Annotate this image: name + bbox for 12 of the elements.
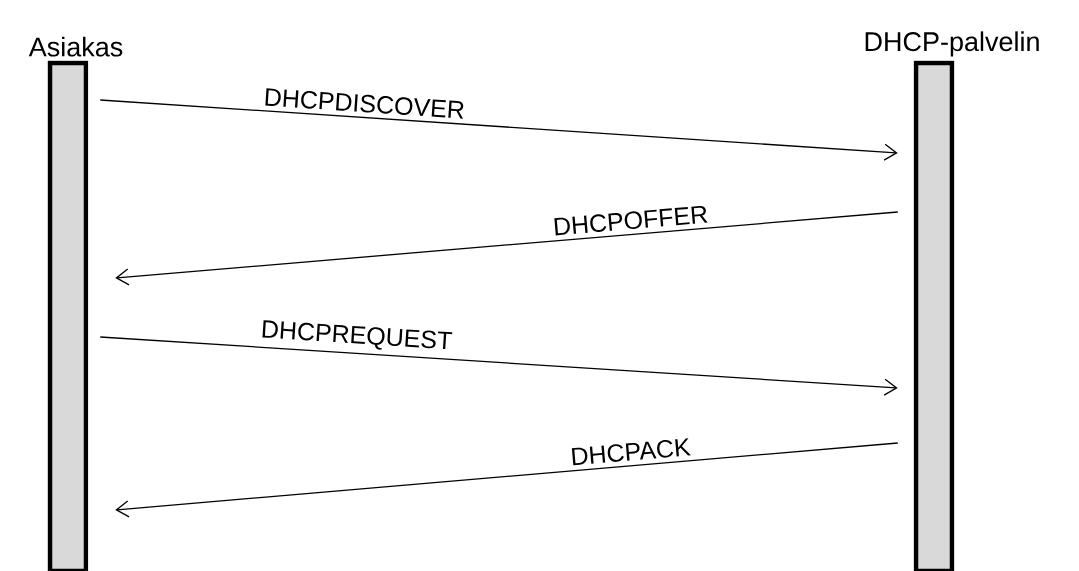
arrow — [99, 99, 898, 161]
edge-label: DHCPOFFER — [554, 205, 708, 236]
edge-label: DHCPREQUEST — [262, 320, 453, 350]
node-label: DHCP-palvelin — [865, 31, 1039, 57]
arrow — [115, 442, 899, 518]
arrow — [99, 336, 898, 396]
lifeline-bar: Asiakas — [28, 36, 123, 571]
arrow — [115, 211, 899, 286]
edge-label: DHCPDISCOVER — [265, 88, 464, 119]
node-label: Asiakas — [28, 36, 123, 57]
edge-label: DHCPACK — [571, 438, 691, 466]
lifeline-bar: DHCP-palvelin — [865, 31, 1039, 571]
